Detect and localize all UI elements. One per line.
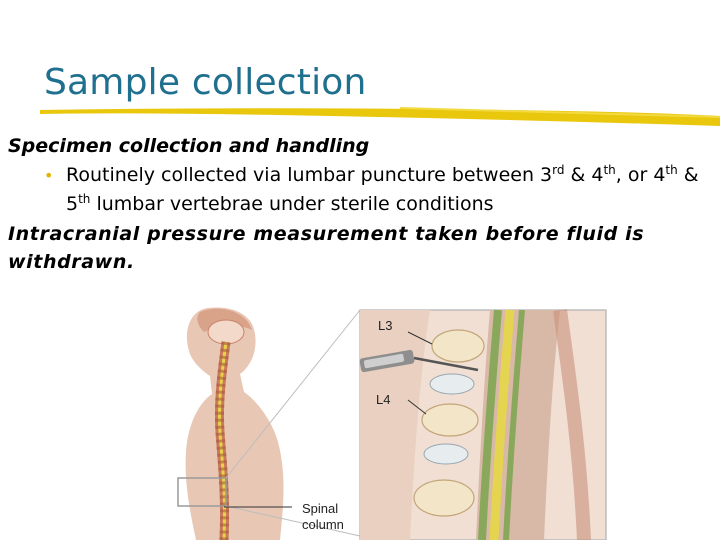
ordinal-sup: th	[665, 163, 678, 177]
lumbar-puncture-figure: L3 L4 Spinal column	[160, 302, 610, 540]
slide-title: Sample collection	[44, 62, 367, 103]
bullet-text-2: & 4	[564, 164, 604, 186]
bullet-icon: •	[44, 166, 54, 185]
label-l3: L3	[378, 318, 392, 333]
lumbar-detail-icon	[359, 309, 607, 540]
syringe-icon	[359, 349, 479, 373]
label-l4: L4	[376, 392, 390, 407]
ordinal-sup: th	[78, 192, 91, 206]
ordinal-sup: rd	[552, 163, 565, 177]
label-spinal: Spinal	[302, 501, 338, 516]
ordinal-sup: th	[603, 163, 616, 177]
body-silhouette-icon	[177, 307, 284, 540]
bullet-item: • Routinely collected via lumbar punctur…	[8, 161, 712, 219]
pressure-note: Intracranial pressure measurement taken …	[8, 223, 645, 273]
bullet-text-5: lumbar vertebrae under sterile condition…	[90, 193, 494, 215]
bullet-text-4: & 5	[66, 164, 699, 215]
bullet-text-3: , or 4	[615, 164, 666, 186]
label-column: column	[302, 517, 344, 532]
section-heading: Specimen collection and handling	[8, 135, 370, 157]
anatomy-illustration: L3 L4 Spinal column	[177, 307, 607, 540]
slide-content: Specimen collection and handling • Routi…	[8, 132, 712, 276]
bullet-text-1: Routinely collected via lumbar puncture …	[66, 164, 553, 186]
title-underline	[40, 107, 720, 126]
